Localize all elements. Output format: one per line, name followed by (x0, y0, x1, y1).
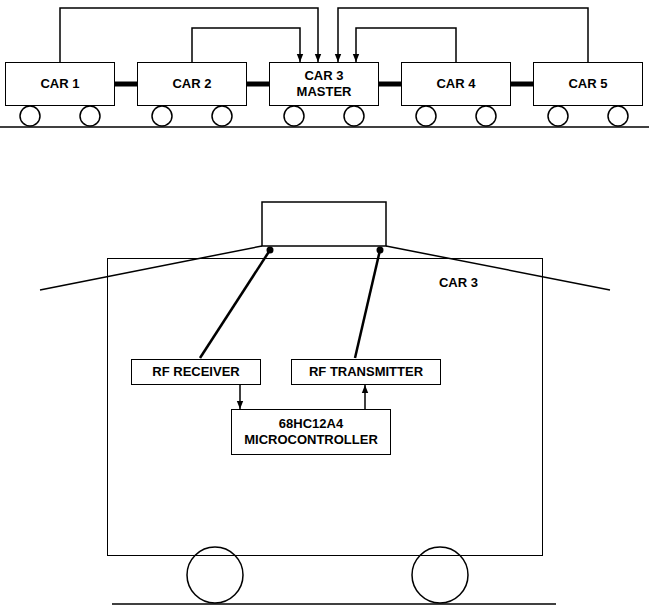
car-box: CAR 5 (533, 62, 643, 106)
car-box: CAR 4 (401, 62, 511, 106)
roof-box (262, 202, 386, 246)
wheel (80, 106, 100, 126)
car-detail-box: CAR 3 RF RECEIVER RF TRANSMITTER 68HC12A4 M… (107, 258, 543, 556)
car-box: CAR 2 (137, 62, 247, 106)
box-label: 68HC12A4 MICROCONTROLLER (237, 416, 385, 447)
antenna-wire (200, 250, 270, 358)
signal-arrow (364, 385, 366, 409)
signal-arrow (356, 28, 456, 62)
wheel (212, 106, 232, 126)
box-label: RF TRANSMITTER (305, 364, 427, 380)
antenna-dot (377, 247, 384, 254)
microcontroller-box: 68HC12A4 MICROCONTROLLER (231, 409, 391, 455)
roof-line (386, 246, 610, 290)
transmitter-box: RF TRANSMITTER (291, 359, 441, 385)
antenna-dot (267, 247, 274, 254)
wheel (20, 106, 40, 126)
coupler-line (511, 82, 533, 87)
box-label: RF RECEIVER (148, 364, 243, 380)
signal-arrow (192, 28, 300, 62)
box-label: CAR 5 (564, 76, 611, 92)
wheel (284, 106, 304, 126)
rail-line (0, 126, 649, 128)
wheel (152, 106, 172, 126)
car-wheels (20, 106, 628, 126)
antenna-wire (355, 250, 380, 358)
box-label: CAR 4 (432, 76, 479, 92)
box-label: CAR 1 (36, 76, 83, 92)
wheel (476, 106, 496, 126)
box-label: CAR 3 MASTER (285, 68, 363, 99)
wheel (344, 106, 364, 126)
car-box: CAR 1 (5, 62, 115, 106)
wheel (608, 106, 628, 126)
signal-arrow (239, 385, 241, 409)
roof-line (40, 246, 262, 290)
ground-line (112, 603, 556, 605)
coupler-line (247, 82, 269, 87)
box-label: CAR 2 (168, 76, 215, 92)
signal-arrow (60, 8, 318, 62)
master-car-box: CAR 3 MASTER (269, 62, 379, 106)
coupler-line (379, 82, 401, 87)
signal-arrow (338, 8, 588, 62)
coupler-line (115, 82, 137, 87)
receiver-box: RF RECEIVER (131, 359, 261, 385)
wheel (416, 106, 436, 126)
car-heading: CAR 3 (435, 275, 482, 291)
wheel (548, 106, 568, 126)
